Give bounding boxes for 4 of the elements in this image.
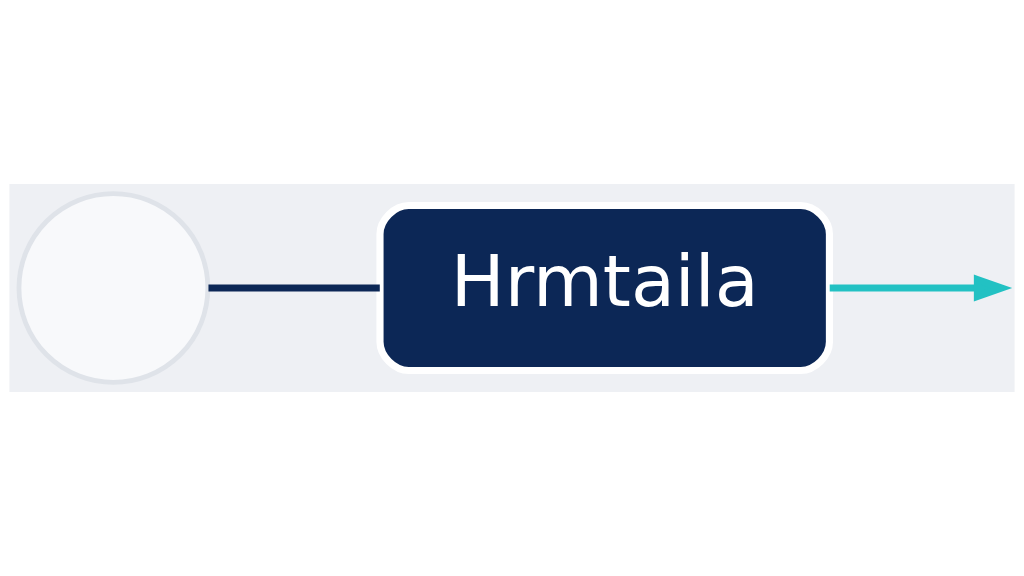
arrow: [829, 274, 1013, 302]
node-box: Hrmtaila: [376, 201, 834, 375]
node-circle: [16, 191, 211, 385]
connector: [208, 284, 380, 292]
